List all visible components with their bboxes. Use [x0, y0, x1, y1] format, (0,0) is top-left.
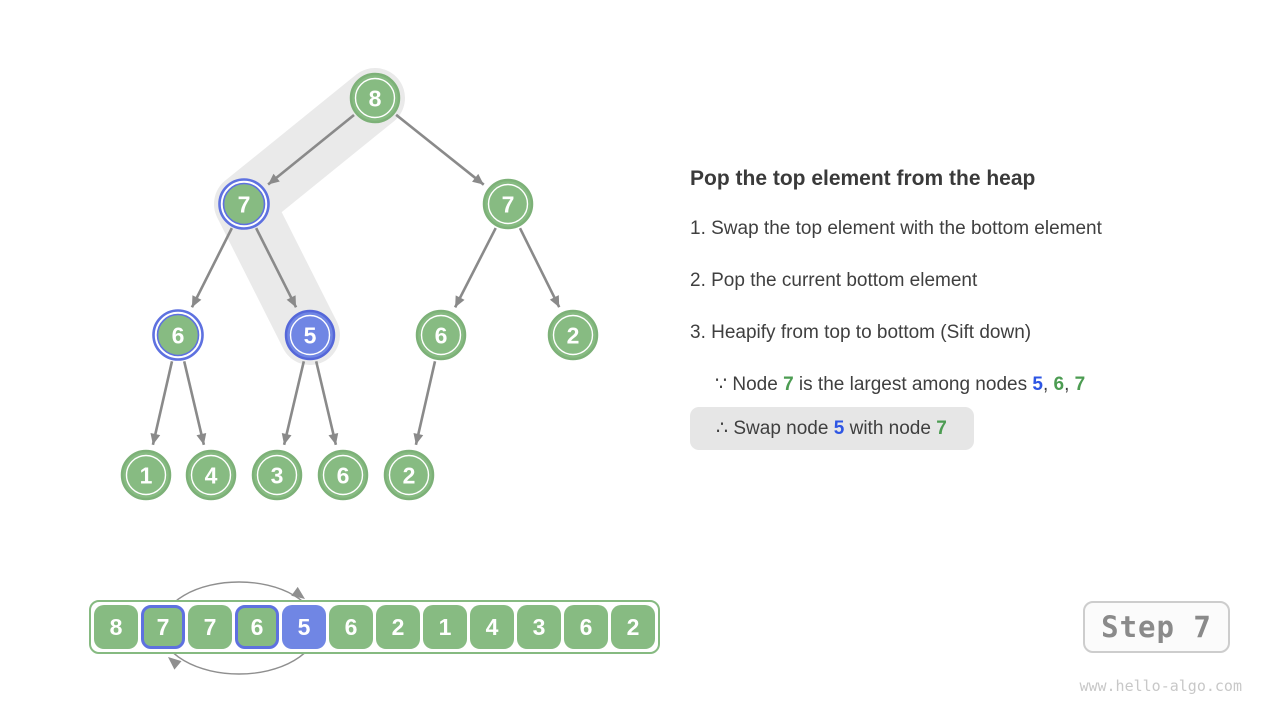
array-cell-6: 2: [376, 605, 420, 649]
tree-nodes: 8 7 7 6 5 6 2 1 4 3 6 2: [120, 72, 599, 501]
tree-node-value: 3: [271, 462, 284, 488]
tree-node-value: 6: [337, 462, 350, 488]
array-cell-4: 5: [282, 605, 326, 649]
tree-node-6: 6: [317, 449, 369, 501]
tree-node-value: 2: [403, 462, 416, 488]
node-ref-7: 7: [783, 374, 794, 395]
tree-node-1: 1: [120, 449, 172, 501]
tree-edge-n0-n1: [267, 113, 355, 186]
array-cell-11: 2: [611, 605, 655, 649]
tree-node-value: 6: [435, 322, 448, 348]
tree-edge-n1-n3: [190, 227, 234, 308]
tree-edge-n1-n4: [254, 227, 298, 308]
panel-step-2: 2. Pop the current bottom element: [690, 270, 978, 291]
heap-tree-diagram: 8 7 7 6 5 6 2 1 4 3 6 2: [120, 68, 599, 501]
tree-node-2: 2: [383, 449, 435, 501]
node-ref-7: 7: [1074, 374, 1086, 395]
array-cell-8: 4: [470, 605, 514, 649]
tree-node-6: 6: [415, 309, 467, 361]
tree-node-5: 5: [284, 309, 336, 361]
tree-node-7: 7: [218, 178, 270, 230]
step-indicator: Step 7: [1083, 601, 1230, 653]
array-cell-10: 6: [564, 605, 608, 649]
tree-node-4: 4: [185, 449, 237, 501]
swap-arrowhead-left-icon: [168, 657, 182, 670]
node-ref-6: 6: [1053, 374, 1065, 395]
tree-node-value: 6: [172, 322, 185, 348]
tree-edge-n2-n6: [518, 227, 561, 308]
step-indicator-label: Step 7: [1101, 610, 1212, 644]
panel-step-3: 3. Heapify from top to bottom (Sift down…: [690, 322, 1032, 343]
tree-node-7: 7: [482, 178, 534, 230]
array-cell-2: 7: [188, 605, 232, 649]
tree-edge-n4-n9: [281, 360, 306, 446]
tree-node-8: 8: [349, 72, 401, 124]
text-segment: ,: [1064, 374, 1075, 395]
tree-node-2: 2: [547, 309, 599, 361]
tree-edge-n2-n5: [453, 227, 497, 308]
node-ref-7: 7: [936, 418, 947, 439]
tree-edge-n4-n10: [314, 360, 339, 446]
tree-node-value: 8: [369, 85, 382, 111]
tree-node-value: 5: [304, 322, 317, 348]
text-segment: is the largest among nodes: [793, 374, 1033, 395]
panel-title: Pop the top element from the heap: [690, 167, 1036, 190]
swap-arrowhead-right-icon: [291, 586, 305, 599]
therefore-note: ∴ Swap node 5 with node 7: [690, 407, 974, 450]
watermark: www.hello-algo.com: [1079, 677, 1242, 695]
array-cell-1: 7: [141, 605, 185, 649]
because-note: ∵ Node 7 is the largest among nodes 5, 6…: [715, 373, 1260, 397]
tree-node-value: 2: [567, 322, 580, 348]
array-cell-7: 1: [423, 605, 467, 649]
node-ref-5: 5: [1032, 374, 1043, 395]
tree-node-6: 6: [152, 309, 204, 361]
array-cell-0: 8: [94, 605, 138, 649]
explanation-panel: Pop the top element from the heap 1. Swa…: [690, 166, 1260, 450]
node-ref-5: 5: [833, 418, 845, 439]
array-cell-5: 6: [329, 605, 373, 649]
panel-step-1: 1. Swap the top element with the bottom …: [690, 218, 1102, 239]
array-cell-3: 6: [235, 605, 279, 649]
tree-node-value: 1: [140, 462, 153, 488]
array-cell-9: 3: [517, 605, 561, 649]
tree-edge-n3-n7: [150, 361, 174, 446]
text-segment: ∵ Node: [715, 374, 784, 395]
tree-edge-n0-n2: [395, 113, 485, 186]
tree-node-value: 7: [238, 191, 251, 217]
text-segment: with node: [844, 418, 937, 439]
text-segment: ,: [1042, 374, 1054, 395]
tree-node-3: 3: [251, 449, 303, 501]
tree-node-value: 4: [205, 462, 218, 488]
tree-edge-n3-n8: [182, 360, 207, 446]
tree-node-value: 7: [502, 191, 515, 217]
tree-edges: [150, 113, 561, 446]
tree-edge-n5-n11: [413, 361, 437, 446]
text-segment: ∴ Swap node: [716, 418, 834, 439]
swap-arrowheads: [168, 586, 305, 670]
